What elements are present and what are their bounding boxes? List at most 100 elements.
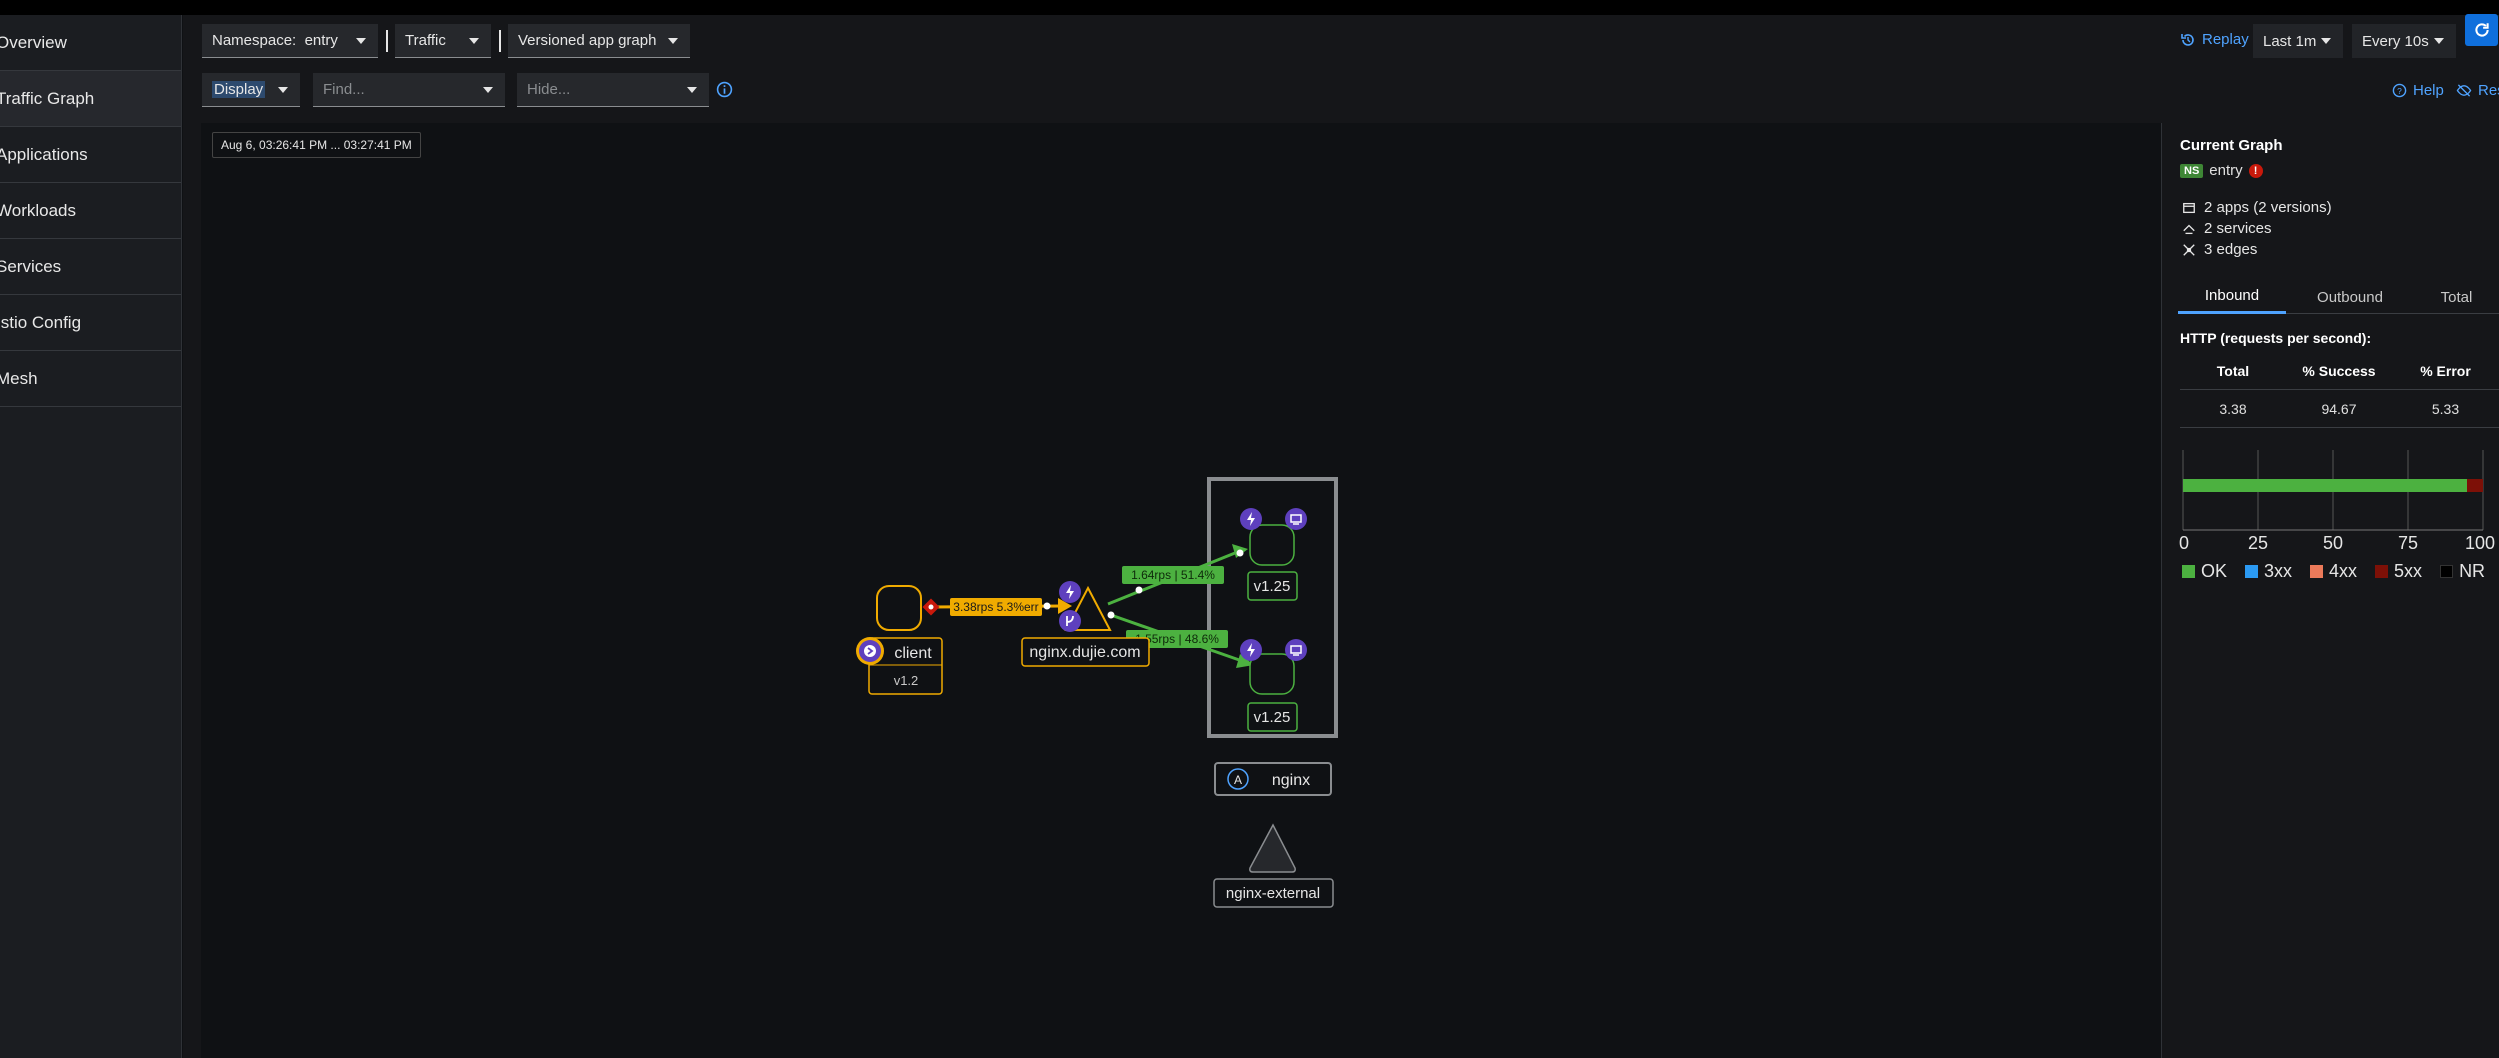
sidebar-item-label: Traffic Graph (0, 88, 95, 108)
legend-swatch (2375, 565, 2389, 578)
sidebar-nav: Overview Traffic Graph Applications Work… (0, 15, 182, 1058)
sidebar-item-istio-config[interactable]: Istio Config (0, 295, 181, 351)
chevron-down-icon (668, 38, 678, 44)
workload-node-v2[interactable] (1249, 653, 1295, 695)
display-label: Display (212, 81, 266, 98)
workload-icon (1285, 508, 1307, 530)
masthead-bar (0, 0, 2499, 15)
error-marker-icon (922, 598, 940, 616)
graph-type-dropdown[interactable]: Versioned app graph (508, 24, 690, 58)
app-box-nginx[interactable] (1207, 477, 1338, 738)
display-dropdown[interactable]: Display (202, 73, 300, 107)
find-input[interactable]: Find... (313, 73, 505, 107)
tab-total[interactable]: Total (2440, 288, 2473, 306)
toolbar-divider (386, 30, 388, 52)
edges-count-label: 3 edges (2204, 241, 2258, 258)
sidebar-item-services[interactable]: Services (0, 239, 181, 295)
column-header: % Error (2420, 362, 2471, 379)
topology-icon (2183, 243, 2195, 256)
panel-title: Current Graph (2180, 137, 2283, 154)
legend-item-5xx[interactable]: 5xx (2375, 561, 2422, 582)
reset-button[interactable]: Res (2456, 82, 2499, 99)
traffic-bar-chart (2182, 450, 2484, 531)
table-cell: 94.67 (2321, 400, 2357, 417)
bar-error[interactable] (2467, 479, 2483, 492)
sidebar-item-applications[interactable]: Applications (0, 127, 181, 183)
namespace-name[interactable]: entry (2209, 162, 2243, 179)
sidebar-item-workloads[interactable]: Workloads (0, 183, 181, 239)
legend-item-4xx[interactable]: 4xx (2310, 561, 2357, 582)
namespace-label: Namespace: (212, 32, 297, 49)
service-label: nginx.dujie.com (1029, 644, 1140, 661)
legend-swatch (2440, 565, 2454, 578)
tab-inbound[interactable]: Inbound (2178, 280, 2286, 314)
apps-count-label: 2 apps (2 versions) (2204, 199, 2332, 216)
traffic-label: Traffic (405, 32, 446, 49)
replay-label: Replay (2202, 31, 2249, 48)
client-label-box (868, 637, 943, 695)
chart-legend: OK 3xx 4xx 5xx NR (2182, 561, 2485, 582)
toolbar-divider (499, 30, 501, 52)
traffic-tabs: Inbound Outbound Total (2178, 280, 2499, 314)
bar-ok[interactable] (2183, 479, 2468, 492)
duration-dropdown[interactable]: Last 1m (2253, 24, 2343, 58)
legend-swatch (2245, 565, 2259, 578)
edge-label-service-v1: 1.64rps | 51.4% (1131, 568, 1215, 582)
axis-tick: 25 (2248, 533, 2269, 553)
hide-input[interactable]: Hide... (517, 73, 709, 107)
edges-count: 3 edges (2182, 241, 2257, 258)
graph-timestamp: Aug 6, 03:26:41 PM ... 03:27:41 PM (212, 132, 421, 158)
info-icon[interactable] (716, 81, 733, 98)
namespace-dropdown[interactable]: Namespace: entry (202, 24, 378, 58)
apps-count: 2 apps (2 versions) (2182, 199, 2332, 216)
services-count-label: 2 services (2204, 220, 2272, 237)
refresh-button[interactable] (2465, 14, 2498, 46)
graph-canvas[interactable] (201, 123, 2161, 1058)
client-label: client (894, 645, 932, 662)
apps-icon (2183, 202, 2195, 213)
legend-swatch (2310, 565, 2324, 578)
root-node-icon (856, 637, 884, 665)
legend-label: OK (2201, 561, 2228, 581)
sidebar-item-traffic-graph[interactable]: Traffic Graph (0, 71, 181, 127)
refresh-icon (2474, 23, 2489, 37)
chevron-down-icon (2321, 38, 2331, 44)
legend-item-3xx[interactable]: 3xx (2245, 561, 2292, 582)
traffic-dropdown[interactable]: Traffic (395, 24, 491, 58)
v1-label: v1.25 (1254, 578, 1291, 595)
traffic-graph: 3.38rps 5.3%err 1.64rps | 51.4% 1.55rps … (856, 477, 1338, 908)
edge-label-client-service: 3.38rps 5.3%err (953, 600, 1038, 614)
table-row: 3.38 94.67 5.33 (2180, 390, 2499, 428)
hide-placeholder: Hide... (527, 81, 571, 98)
lightning-icon (1240, 508, 1262, 530)
client-node[interactable] (876, 585, 922, 631)
traffic-dot (1135, 586, 1143, 594)
legend-label: 5xx (2394, 561, 2423, 581)
column-header: % Success (2302, 362, 2376, 379)
namespace-value: entry (304, 32, 338, 49)
chevron-down-icon (687, 87, 697, 93)
duration-value: Last 1m (2263, 32, 2317, 50)
refresh-interval-dropdown[interactable]: Every 10s (2352, 24, 2456, 58)
sidebar-item-mesh[interactable]: Mesh (0, 351, 181, 407)
tab-outbound[interactable]: Outbound (2317, 288, 2383, 306)
legend-item-ok[interactable]: OK (2182, 561, 2227, 582)
axis-tick: 100 (2465, 533, 2496, 553)
workload-icon (1285, 639, 1307, 661)
external-service-node[interactable] (1249, 823, 1296, 873)
edge-label-bg (1122, 566, 1224, 584)
service-label-box (1021, 637, 1150, 667)
traffic-dot (1043, 602, 1051, 610)
legend-item-nr[interactable]: NR (2440, 561, 2485, 582)
traffic-dot (1107, 611, 1115, 619)
chevron-down-icon (278, 87, 288, 93)
replay-button[interactable]: Replay (2180, 31, 2249, 48)
axis-tick: 50 (2323, 533, 2344, 553)
axis-tick: 0 (2179, 533, 2190, 553)
chevron-down-icon (2434, 38, 2444, 44)
help-button[interactable]: ? Help (2392, 82, 2444, 99)
workload-node-v1[interactable] (1249, 524, 1295, 566)
sidebar-item-overview[interactable]: Overview (0, 15, 181, 71)
reset-label: Res (2478, 82, 2499, 99)
svg-text:?: ? (2397, 86, 2402, 96)
